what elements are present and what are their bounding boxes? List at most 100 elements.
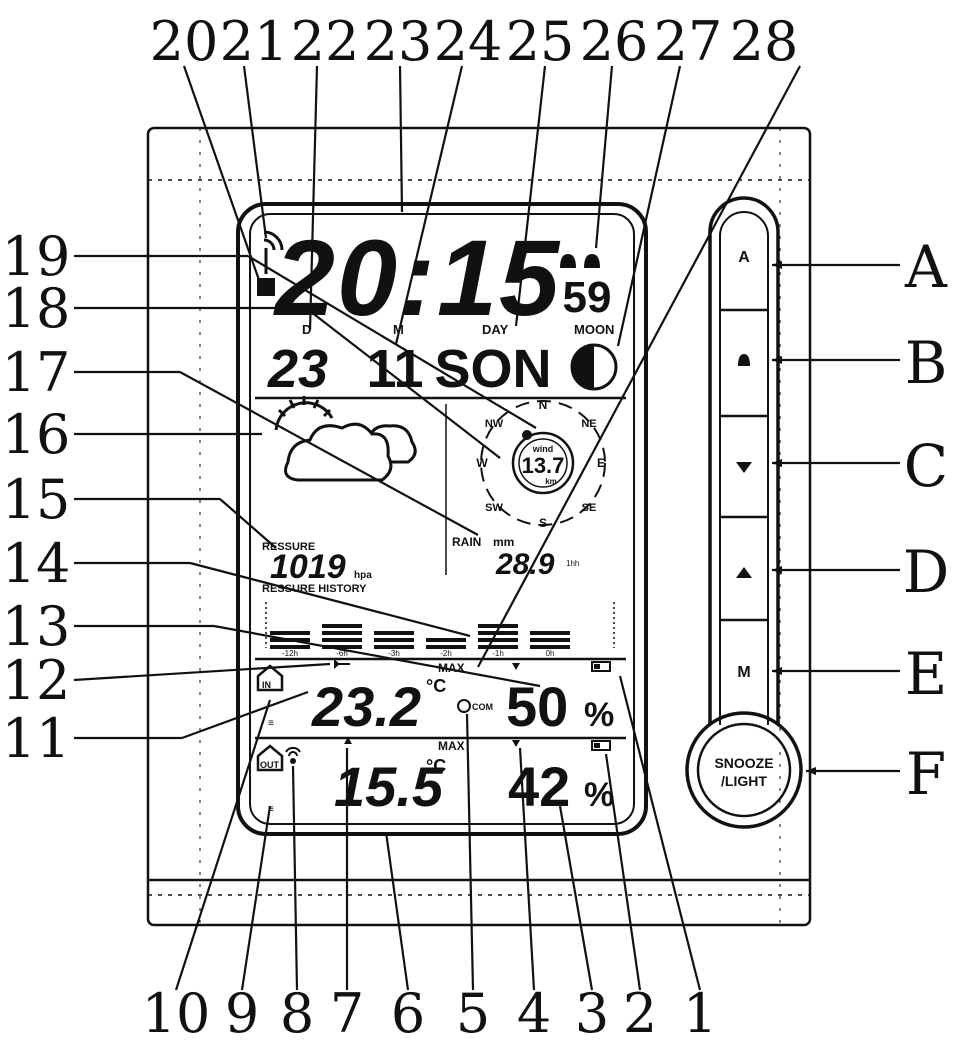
callout-17: 17 [2, 341, 71, 404]
outdoor-temp-unit: °C [426, 756, 446, 776]
history-bar-segment [270, 645, 310, 649]
house-icon-outdoor [256, 744, 284, 772]
right-callout-letters: A B C D E F [903, 233, 950, 808]
callout-14: 14 [2, 532, 71, 595]
day-label: DAY [482, 322, 509, 337]
svg-text:N: N [539, 398, 548, 412]
callout-6: 6 [391, 982, 425, 1040]
callout-20: 20 [150, 10, 219, 73]
time-display: 20:15 [273, 217, 561, 338]
svg-text:NW: NW [485, 418, 504, 430]
history-bar-segment [322, 645, 362, 649]
history-bar-segment [530, 631, 570, 635]
callout-27: 27 [654, 10, 723, 73]
rain-value: 28.9 [495, 548, 555, 581]
svg-text:SW: SW [485, 502, 503, 514]
svg-text:NE: NE [581, 418, 596, 430]
day-value: 23 [267, 339, 328, 399]
callout-F: F [906, 740, 946, 808]
svg-text:E: E [597, 456, 605, 470]
button-up[interactable] [736, 567, 752, 578]
callout-1: 1 [683, 982, 717, 1040]
left-callout-numbers: 19 18 17 16 15 14 13 12 11 [2, 225, 71, 770]
rain-unit: mm [493, 535, 514, 549]
callout-15: 15 [2, 468, 71, 531]
signal-indicator [257, 278, 275, 296]
callout-28: 28 [730, 10, 799, 73]
svg-text:S: S [539, 516, 547, 530]
rain-label: RAIN [452, 535, 481, 549]
history-bar-segment [478, 624, 518, 628]
com-label: COM [472, 702, 493, 712]
button-column [685, 196, 803, 829]
indoor-temperature: 23.2 [311, 675, 421, 738]
history-bar-segment [478, 645, 518, 649]
battery-icon-outdoor [591, 740, 611, 751]
callout-9: 9 [225, 982, 259, 1040]
history-tick-label: 0h [546, 649, 555, 658]
leader-arrowheads [772, 261, 816, 775]
history-tick-label: -1h [492, 649, 504, 658]
battery-icon [591, 661, 611, 672]
callout-10: 10 [142, 982, 211, 1040]
button-m[interactable]: M [737, 664, 750, 681]
indoor-comfort-icon: ≡ [268, 718, 274, 729]
callout-18: 18 [2, 277, 71, 340]
history-bar-segment [374, 631, 414, 635]
snooze-light-button-line1[interactable]: SNOOZE [714, 755, 773, 771]
callout-19: 19 [2, 225, 71, 288]
callout-23: 23 [364, 10, 433, 73]
rain-period: 1hh [566, 559, 579, 568]
lcd-screen [236, 202, 648, 836]
outdoor-temperature: 15.5 [334, 755, 444, 818]
callout-24: 24 [434, 10, 503, 73]
callout-13: 13 [2, 595, 71, 658]
callout-22: 22 [291, 10, 360, 73]
wind-compass: N NE E SE S SW W NW wind 13.7 km [476, 398, 606, 530]
svg-text:W: W [476, 456, 488, 470]
arrow-down-icon-outdoor [512, 740, 520, 747]
history-bar-segment [322, 631, 362, 635]
history-bar-segment [270, 631, 310, 635]
in-label: IN [262, 680, 271, 690]
button-down[interactable] [736, 462, 752, 473]
history-bar-segment [374, 638, 414, 642]
top-callout-numbers: 20 21 22 23 24 25 26 27 28 [150, 10, 799, 73]
callout-8: 8 [280, 982, 314, 1040]
svg-text:wind: wind [532, 444, 554, 454]
com-icon [457, 699, 471, 713]
snooze-light-button-line2[interactable]: /LIGHT [721, 773, 767, 789]
callout-4: 4 [517, 982, 551, 1040]
callout-16: 16 [2, 403, 71, 466]
moon-phase-icon [570, 343, 618, 391]
callout-26: 26 [580, 10, 649, 73]
history-bar-segment [426, 645, 466, 649]
out-label: OUT [260, 760, 280, 770]
svg-text:km: km [545, 477, 557, 486]
callout-D: D [903, 538, 950, 606]
seconds-display: 59 [563, 273, 612, 322]
history-bar-segment [374, 645, 414, 649]
arrow-up-icon [344, 737, 352, 744]
weekday-value: SON [434, 339, 551, 399]
leader-lines [73, 65, 900, 991]
history-tick-label: -2h [440, 649, 452, 658]
button-a[interactable]: A [738, 249, 750, 266]
history-bar-segment [530, 645, 570, 649]
history-tick-label: -12h [282, 649, 298, 658]
pressure-history-label: RESSURE HISTORY [262, 583, 367, 595]
callout-5: 5 [456, 982, 490, 1040]
pressure-label: RESSURE [262, 541, 315, 553]
outdoor-comfort-icon: ≡ [268, 804, 274, 815]
callout-E: E [905, 640, 947, 708]
history-bar-segment [322, 638, 362, 642]
history-bar-segment [530, 638, 570, 642]
callout-B: B [905, 329, 948, 397]
callout-C: C [904, 432, 948, 500]
callout-2: 2 [623, 982, 657, 1040]
callout-A: A [904, 233, 948, 301]
callout-11: 11 [2, 707, 71, 770]
max-label-outdoor: MAX [438, 739, 465, 753]
button-alarm[interactable] [738, 354, 750, 366]
